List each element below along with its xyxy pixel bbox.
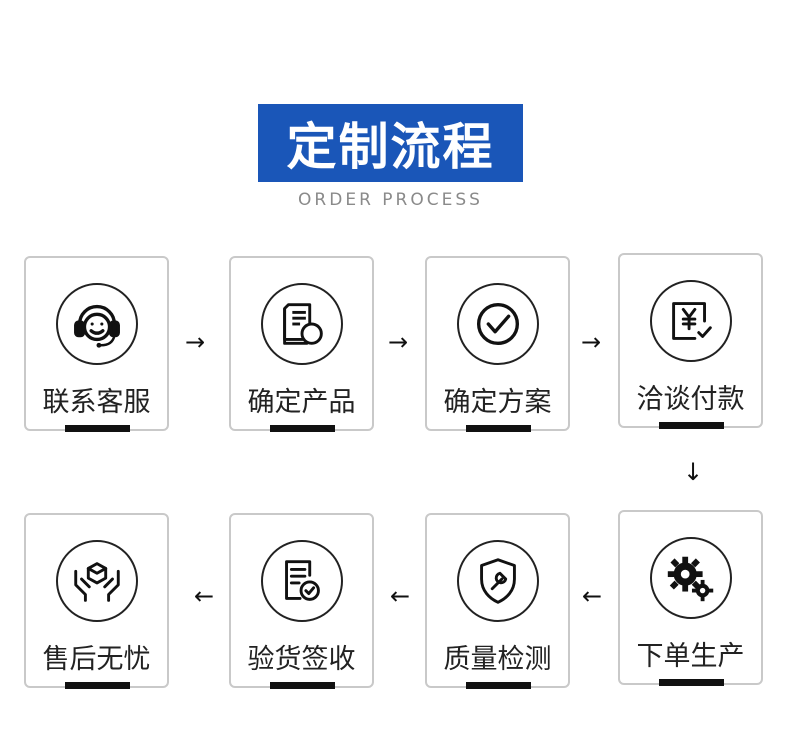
step-underline — [270, 425, 335, 432]
shield-wrench-icon — [457, 540, 539, 622]
arrow-left-icon: ← — [390, 582, 411, 610]
step-underline — [65, 682, 130, 689]
step-label: 联系客服 — [42, 387, 151, 418]
arrow-right-icon: → — [185, 328, 206, 356]
arrow-left-icon: ← — [194, 582, 215, 610]
yen-payment-icon — [650, 280, 732, 362]
step-label: 洽谈付款 — [636, 384, 745, 415]
step-underline — [270, 682, 335, 689]
customer-service-headset-icon — [56, 283, 138, 365]
gears-icon — [650, 537, 732, 619]
arrow-down-icon: ↓ — [683, 458, 704, 486]
step-card-5: 下单生产 — [618, 510, 763, 686]
arrow-right-icon: → — [388, 328, 409, 356]
step-card-6: 质量检测 — [425, 513, 570, 689]
step-label: 下单生产 — [636, 641, 745, 672]
step-label: 验货签收 — [247, 644, 356, 675]
page-subtitle: ORDER PROCESS — [298, 190, 483, 210]
document-search-icon — [261, 283, 343, 365]
title-banner: 定制流程 — [258, 104, 523, 182]
step-card-2: 确定产品 — [229, 256, 374, 432]
step-underline — [659, 422, 724, 429]
checkmark-icon — [457, 283, 539, 365]
step-underline — [466, 682, 531, 689]
step-card-4: 洽谈付款 — [618, 253, 763, 429]
document-check-icon — [261, 540, 343, 622]
hands-box-icon — [56, 540, 138, 622]
arrow-left-icon: ← — [582, 582, 603, 610]
step-label: 售后无忧 — [42, 644, 151, 675]
step-card-7: 验货签收 — [229, 513, 374, 689]
step-label: 确定方案 — [443, 387, 552, 418]
step-label: 质量检测 — [443, 644, 552, 675]
step-underline — [466, 425, 531, 432]
step-card-1: 联系客服 — [24, 256, 169, 432]
step-card-3: 确定方案 — [425, 256, 570, 432]
step-label: 确定产品 — [247, 387, 356, 418]
arrow-right-icon: → — [581, 328, 602, 356]
step-underline — [659, 679, 724, 686]
step-underline — [65, 425, 130, 432]
step-card-8: 售后无忧 — [24, 513, 169, 689]
page-title: 定制流程 — [286, 118, 495, 176]
